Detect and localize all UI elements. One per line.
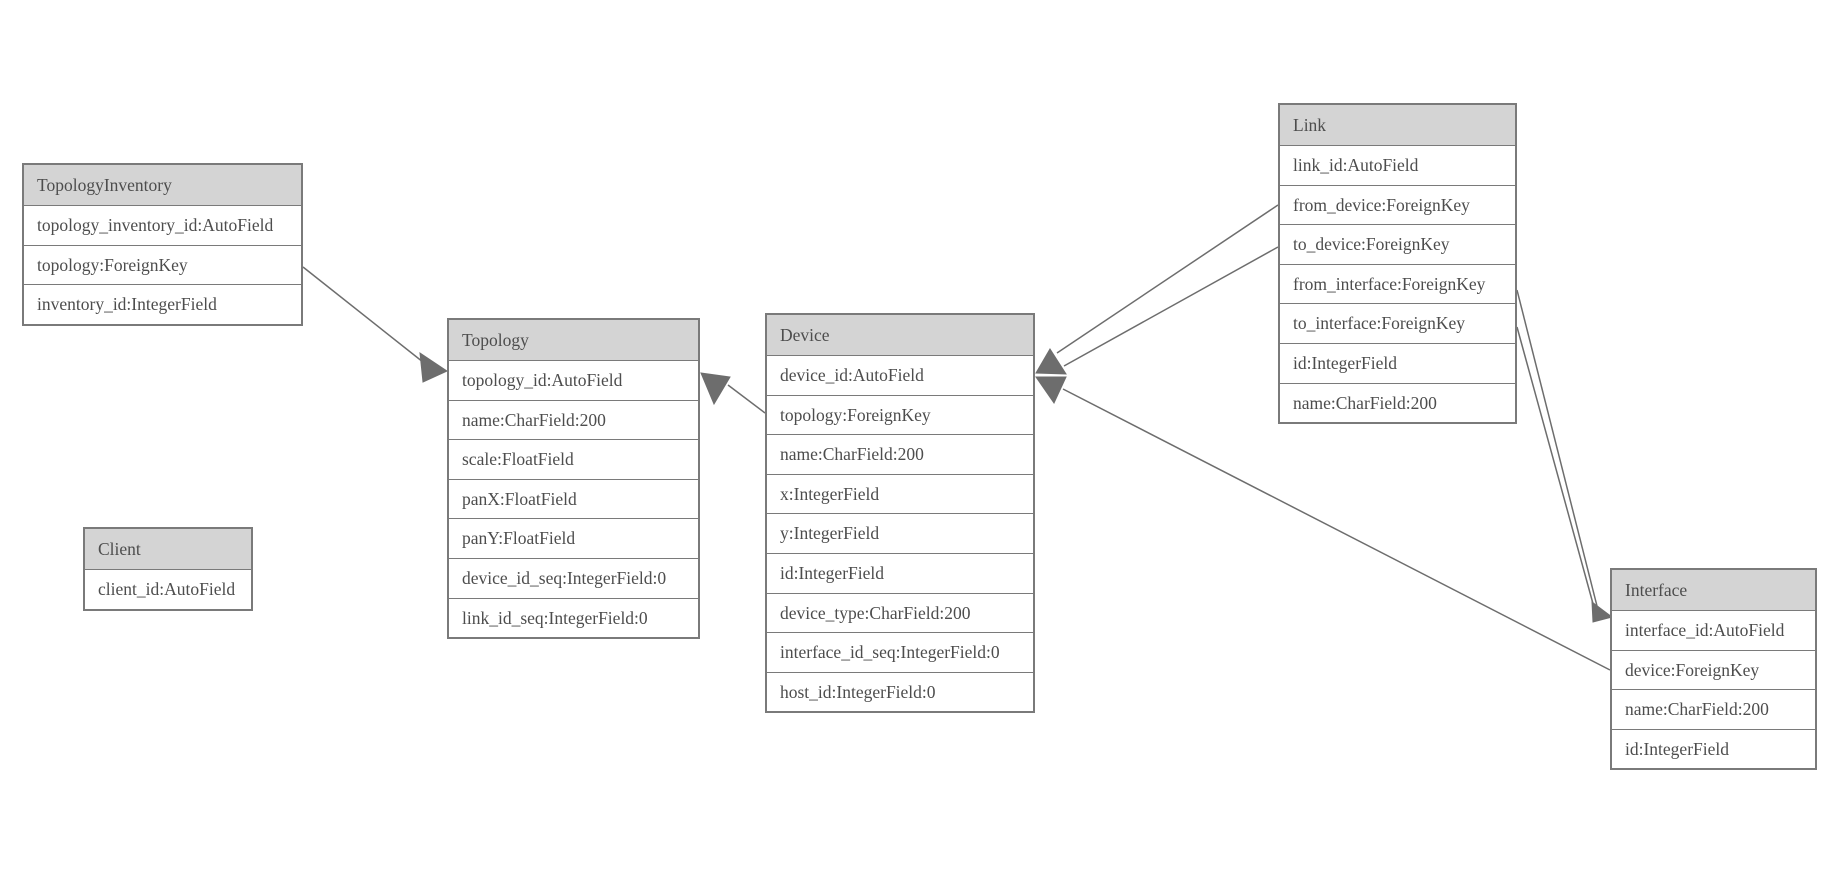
field-row: device_id:AutoField [767, 356, 1033, 396]
relation-edge [302, 266, 429, 367]
field-row: topology_inventory_id:AutoField [24, 206, 301, 246]
table-header: Link [1280, 105, 1515, 146]
field-row: name:CharField:200 [767, 435, 1033, 475]
field-row: to_interface:ForeignKey [1280, 304, 1515, 344]
field-row: panX:FloatField [449, 479, 698, 520]
field-row: panY:FloatField [449, 519, 698, 559]
entity-table-topology-inventory: TopologyInventory topology_inventory_id:… [22, 163, 303, 326]
table-header: Device [767, 315, 1033, 356]
relation-edge [1063, 246, 1279, 367]
field-row: host_id:IntegerField:0 [767, 672, 1033, 712]
field-row: y:IntegerField [767, 514, 1033, 554]
relation-edge [1516, 326, 1596, 612]
relation-edge [727, 384, 766, 414]
arrowhead-icon [419, 351, 449, 383]
field-row: link_id_seq:IntegerField:0 [449, 598, 698, 638]
field-row: id:IntegerField [1280, 343, 1515, 384]
field-row: name:CharField:200 [449, 400, 698, 441]
relation-edge [1516, 289, 1598, 607]
field-row: name:CharField:200 [1280, 383, 1515, 423]
arrowhead-icon [1035, 348, 1067, 375]
table-header: TopologyInventory [24, 165, 301, 206]
field-row: interface_id:AutoField [1612, 611, 1815, 651]
arrowhead-icon [1591, 600, 1614, 623]
field-row: id:IntegerField [1612, 729, 1815, 769]
field-row: link_id:AutoField [1280, 146, 1515, 186]
field-row: name:CharField:200 [1612, 690, 1815, 730]
field-row: device:ForeignKey [1612, 650, 1815, 691]
entity-table-client: Client client_id:AutoField [83, 527, 253, 611]
relation-edge [1056, 204, 1279, 354]
field-row: client_id:AutoField [85, 570, 251, 609]
field-row: topology_id:AutoField [449, 361, 698, 401]
field-row: inventory_id:IntegerField [24, 285, 301, 324]
field-row: to_device:ForeignKey [1280, 225, 1515, 265]
field-row: from_device:ForeignKey [1280, 185, 1515, 226]
field-row: id:IntegerField [767, 553, 1033, 594]
field-row: topology:ForeignKey [24, 245, 301, 286]
arrowhead-icon [700, 372, 731, 406]
field-row: from_interface:ForeignKey [1280, 264, 1515, 305]
table-header: Interface [1612, 570, 1815, 611]
table-header: Client [85, 529, 251, 570]
field-row: device_type:CharField:200 [767, 593, 1033, 634]
table-rows: client_id:AutoField [85, 570, 251, 609]
table-header: Topology [449, 320, 698, 361]
field-row: interface_id_seq:IntegerField:0 [767, 633, 1033, 673]
relation-edge [1062, 388, 1611, 671]
field-row: x:IntegerField [767, 474, 1033, 515]
field-row: topology:ForeignKey [767, 395, 1033, 436]
field-row: device_id_seq:IntegerField:0 [449, 558, 698, 599]
arrowhead-icon [1035, 376, 1067, 405]
field-row: scale:FloatField [449, 440, 698, 480]
